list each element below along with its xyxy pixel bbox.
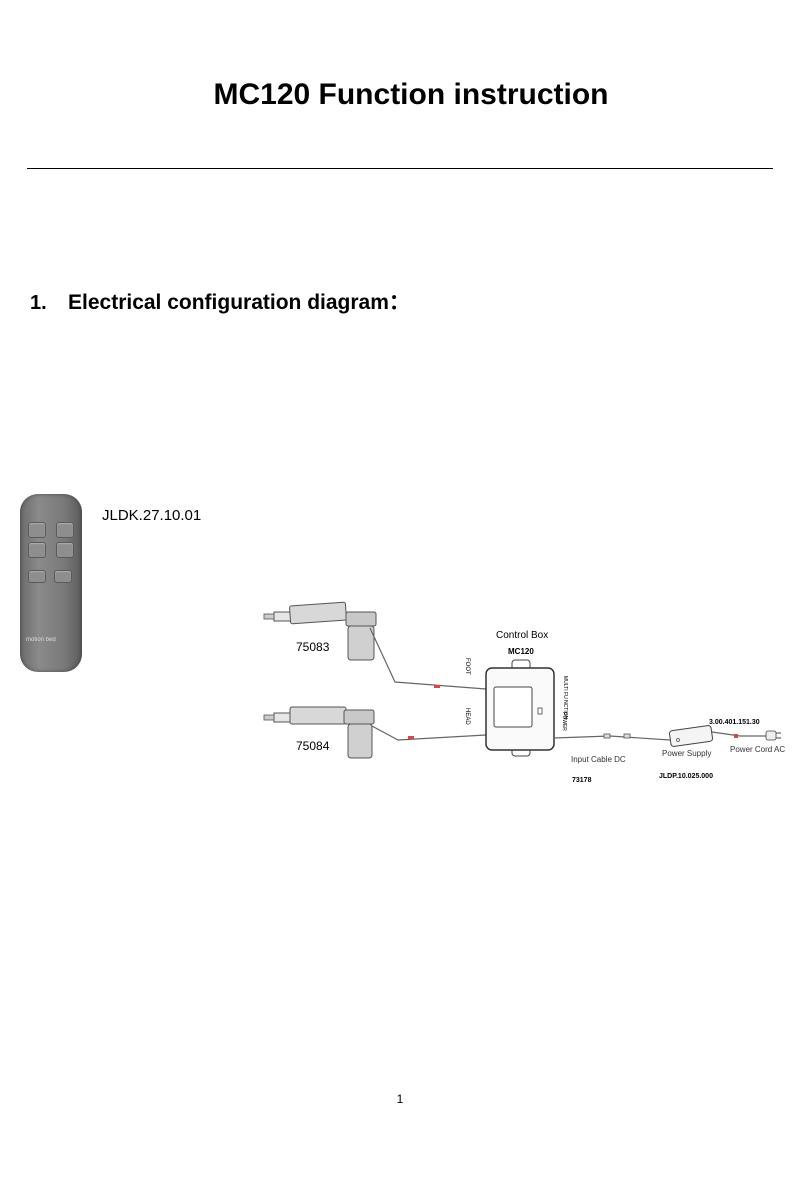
section-heading: 1. Electrical configuration diagram： — [30, 286, 410, 316]
power-supply-image — [668, 725, 714, 747]
port-foot-label: FOOT — [464, 658, 470, 675]
cable-connector — [434, 685, 440, 688]
cable-connector — [408, 736, 414, 739]
cable-connector — [603, 733, 611, 739]
power-cord-ac — [711, 731, 770, 737]
remote-button — [56, 522, 74, 538]
input-cable-code: 73178 — [572, 777, 592, 784]
remote-button — [28, 570, 46, 583]
actuator-head-image — [263, 706, 375, 759]
remote-button — [28, 542, 46, 558]
remote-button — [28, 522, 46, 538]
control-box-model: MC120 — [508, 647, 534, 656]
section-title: Electrical configuration diagram： — [68, 291, 410, 314]
remote-brand-logo: motion bed — [26, 637, 56, 643]
cable-connector — [734, 734, 738, 738]
plug-image — [765, 730, 781, 741]
section-number: 1. — [30, 292, 47, 314]
port-multifunction-label: MULTI FU NCTION — [562, 676, 568, 720]
power-supply-label: Power Supply — [662, 749, 711, 758]
remote-control-image: motion bed — [20, 494, 82, 672]
actuator-foot-code: 75083 — [296, 640, 330, 654]
head-cable — [371, 725, 487, 741]
actuator-foot-image — [263, 601, 377, 661]
control-box-image — [485, 659, 555, 757]
input-cable-label: Input Cable DC — [571, 755, 626, 764]
port-power-label: POWER — [561, 712, 567, 731]
power-cord-code: 3.00.401.151.30 — [709, 719, 760, 726]
title-divider — [27, 168, 773, 169]
foot-cable — [369, 627, 487, 690]
control-box-label: Control Box — [496, 630, 548, 641]
cable-connector — [623, 733, 631, 739]
input-cable-dc — [553, 735, 671, 741]
actuator-head-code: 75084 — [296, 739, 330, 753]
remote-button — [56, 542, 74, 558]
page-title: MC120 Function instruction — [213, 78, 609, 111]
power-supply-code: JLDP.10.025.000 — [659, 773, 713, 780]
remote-button — [54, 570, 72, 583]
wiring-diagram: 75083 75084 Control Box MC120 FOOT HEAD … — [263, 601, 785, 784]
port-head-label: HEAD — [464, 708, 470, 725]
page-number: 1 — [396, 1092, 404, 1106]
power-cord-label: Power Cord AC — [730, 745, 785, 754]
remote-part-number: JLDK.27.10.01 — [102, 507, 202, 524]
